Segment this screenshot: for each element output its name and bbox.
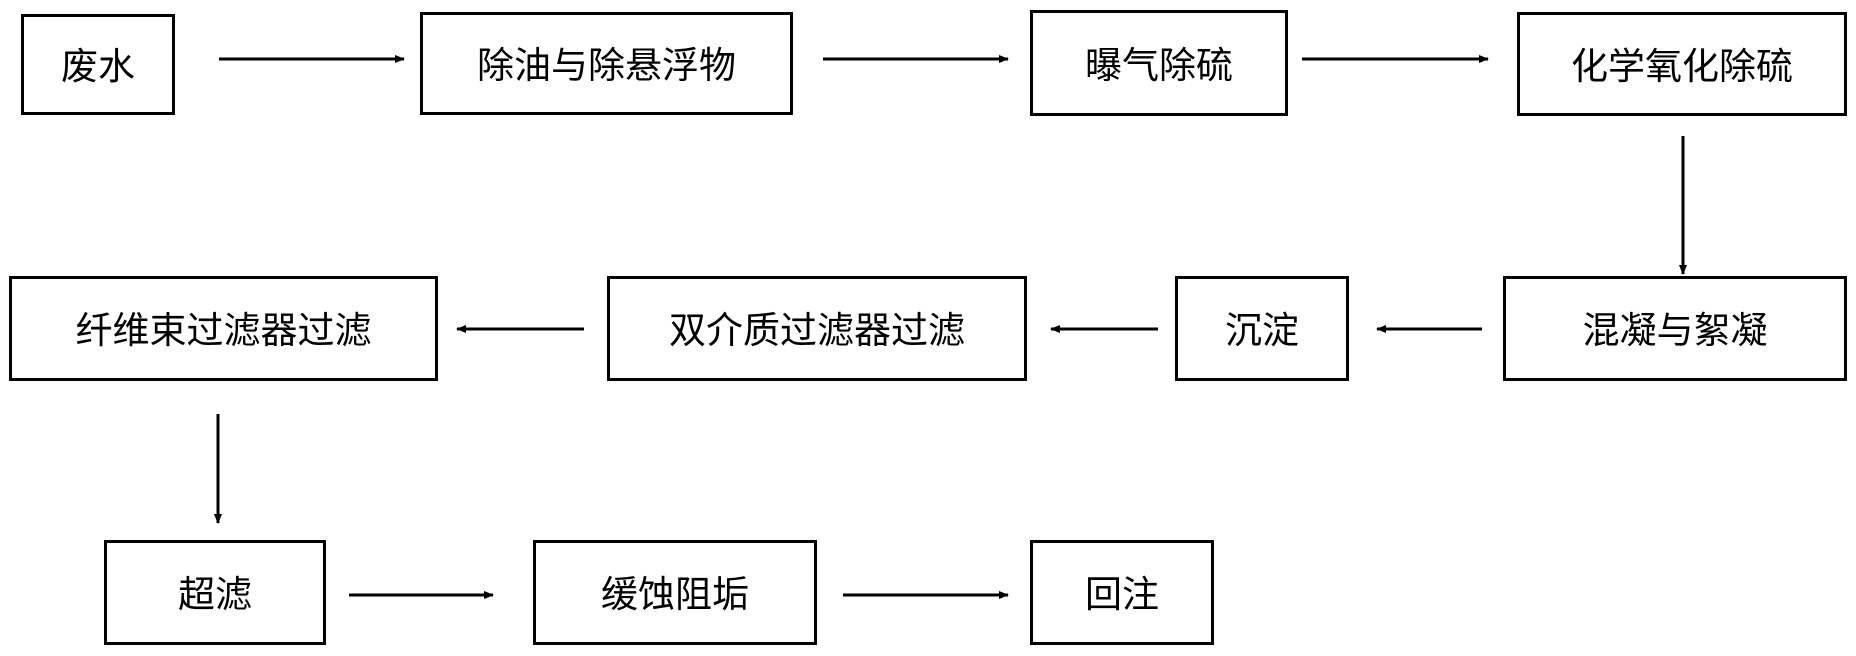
node-oil-and-suspended-solids-removal: 除油与除悬浮物 xyxy=(420,12,793,115)
node-corrosion-scale-inhibition: 缓蚀阻垢 xyxy=(533,540,817,645)
node-label: 缓蚀阻垢 xyxy=(601,573,749,616)
node-coagulation-flocculation: 混凝与絮凝 xyxy=(1503,276,1847,381)
node-dual-media-filtration: 双介质过滤器过滤 xyxy=(607,276,1027,381)
node-label: 沉淀 xyxy=(1225,309,1299,352)
node-label: 超滤 xyxy=(178,573,252,616)
node-label: 回注 xyxy=(1085,573,1159,616)
node-reinjection: 回注 xyxy=(1030,540,1214,645)
node-label: 曝气除硫 xyxy=(1085,43,1233,87)
node-wastewater: 废水 xyxy=(21,14,175,115)
node-fiber-bundle-filtration: 纤维束过滤器过滤 xyxy=(9,276,438,381)
node-aeration-desulfurization: 曝气除硫 xyxy=(1030,10,1288,116)
node-label: 混凝与絮凝 xyxy=(1582,309,1768,352)
node-ultrafiltration: 超滤 xyxy=(104,540,326,645)
node-label: 纤维束过滤器过滤 xyxy=(75,309,372,352)
node-label: 除油与除悬浮物 xyxy=(477,44,736,87)
node-sedimentation: 沉淀 xyxy=(1175,276,1349,381)
node-chemical-oxidation-desulfurization: 化学氧化除硫 xyxy=(1517,12,1847,116)
node-label: 废水 xyxy=(61,45,135,88)
node-label: 双介质过滤器过滤 xyxy=(669,309,965,352)
node-label: 化学氧化除硫 xyxy=(1571,44,1793,88)
